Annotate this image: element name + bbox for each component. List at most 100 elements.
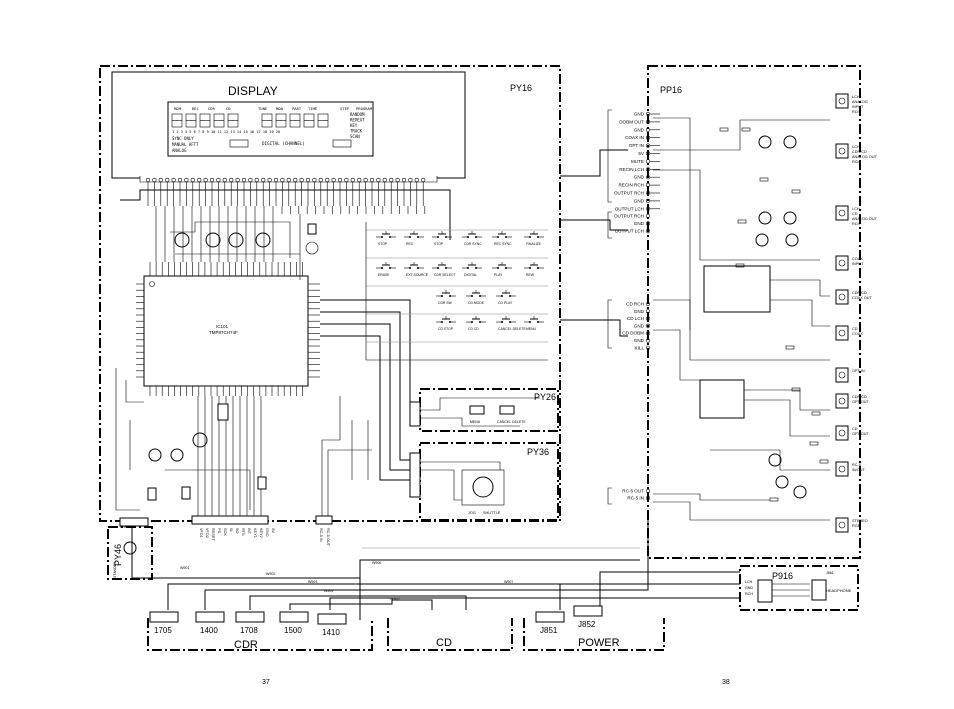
key-label: REC	[406, 242, 414, 246]
lcd-digit	[171, 113, 183, 128]
key-label: DIGITAL	[464, 273, 477, 277]
resistor-symbol	[759, 177, 769, 182]
jack-label: OUTPUT RCH	[614, 214, 644, 219]
key-switch: CDR SELECT	[432, 262, 455, 277]
vfd-pin	[152, 177, 157, 183]
bottom-connector: 1705	[149, 611, 179, 635]
key-label: STOP	[434, 242, 444, 246]
lcd-digit	[303, 113, 315, 128]
cn-pin-label: PS	[217, 528, 221, 534]
lcd-right-label: TRACK	[350, 129, 363, 134]
connector-label: 1500	[284, 626, 302, 635]
jack-label: OUTPUT RCH	[614, 191, 644, 196]
terminal-label: CDR/CD	[852, 150, 867, 154]
shuttle-label: SHUTTLE	[483, 511, 501, 515]
key-switch: CDR SYNC	[462, 231, 482, 246]
jack-pin: 5V	[638, 151, 660, 156]
led-circuitry	[115, 368, 267, 511]
key-label: CD PLAY	[498, 301, 513, 305]
lcd-left-label-1: SYNC ONLY	[172, 136, 194, 141]
terminal-label: ANALOG	[852, 100, 868, 104]
jack-label: GND	[634, 112, 645, 117]
harness-wires	[131, 520, 740, 620]
key-switch: DIGITAL	[462, 262, 482, 277]
jack-pin: KILL	[635, 345, 651, 350]
terminal-label: OPT IN	[852, 369, 865, 373]
key-switch: CD PLAY	[496, 290, 516, 305]
terminal-label: CD	[852, 427, 858, 431]
lcd-digit	[213, 113, 225, 128]
vfd-pin	[369, 177, 375, 183]
jack-label: OPT IN	[629, 143, 644, 148]
ic101-ref: IC101	[216, 324, 229, 329]
jack-pin: CD RCH	[626, 302, 651, 307]
resistor-symbol	[809, 441, 819, 446]
vfd-pin-header	[145, 177, 426, 206]
bottom-connector: 1410	[317, 613, 347, 637]
key-label: CDR SW	[438, 301, 453, 305]
lcd-top-label: TIME	[308, 106, 318, 111]
vfd-pin	[395, 177, 400, 183]
jack-pin: GND	[634, 112, 660, 117]
bus-wiring	[120, 149, 628, 516]
terminal-label: COAX OUT	[852, 296, 873, 300]
terminal-label: OPT OUT	[852, 400, 869, 404]
ic101-body	[143, 275, 309, 387]
wire-ref: W907	[504, 580, 513, 584]
jack-pin: GND	[634, 338, 651, 343]
jack-label: GND	[634, 323, 645, 328]
vfd-pin	[312, 177, 317, 183]
transistor-symbol	[768, 453, 782, 467]
section-power: POWER	[578, 637, 620, 649]
hp-pin-lch: LCH	[745, 580, 753, 584]
vfd-pin	[267, 177, 272, 183]
terminal-label: CDR/CD	[852, 291, 867, 295]
pp16-circuitry	[653, 117, 830, 521]
key-switch: REW	[524, 262, 544, 277]
wire-ref: W908	[120, 525, 129, 529]
jack-brace	[607, 211, 612, 239]
lcd-track-numbers: 1 2 3 4 5 6 7 8 9 10 11 12 13 14 15 16 1…	[172, 130, 280, 134]
py16-title: PY16	[510, 83, 532, 93]
lcd-top-label: TUNE	[258, 106, 268, 111]
vfd-pin	[222, 177, 227, 183]
wire-ref: W905	[390, 597, 399, 601]
vfd-pin	[254, 177, 259, 183]
lcd-middle-label: DIGITAL (CHANNEL)	[262, 141, 305, 146]
key-label: CDR SYNC	[464, 242, 482, 246]
lcd-left-label-2: MANUAL AFTT	[172, 142, 199, 147]
pp16-ic-upper	[703, 265, 771, 313]
bottom-connector: 1400	[195, 611, 225, 635]
bottom-connector: J852	[573, 605, 603, 629]
vfd-pin	[363, 177, 368, 183]
cn-pin-label: SV	[271, 528, 275, 534]
key-label: FINALIZE	[526, 242, 542, 246]
py46-block	[107, 526, 153, 580]
p916-block	[739, 565, 859, 611]
lcd-top-label: CDR	[208, 106, 216, 111]
hp-pin-rch: RCH	[745, 592, 753, 596]
vfd-pin	[414, 177, 419, 183]
standby-label: STANDBY	[113, 561, 117, 578]
key-label: CD STOP	[438, 327, 454, 331]
vfd-pin	[382, 177, 387, 183]
p916-title: P916	[772, 571, 793, 581]
transistor-group-left	[170, 214, 319, 280]
key-label: PLAY	[494, 273, 503, 277]
hp-label: HEADPHONE	[826, 588, 852, 593]
power-section-outline	[523, 618, 665, 651]
key-label: EXT SOURCE	[406, 273, 429, 277]
jack-pin: GND	[634, 221, 651, 226]
lcd-top-label: RDM	[174, 106, 182, 111]
connector-label: 1410	[322, 628, 340, 637]
wire-ref: W903	[308, 580, 317, 584]
key-switch: CD CD	[466, 316, 486, 331]
jack-pin: GND	[634, 127, 660, 132]
